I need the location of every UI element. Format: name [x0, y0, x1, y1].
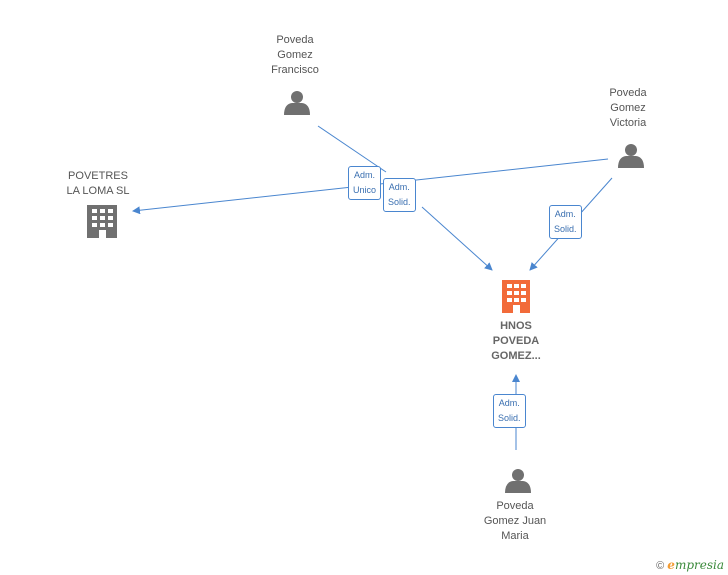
brand-logo: empresia: [667, 558, 724, 572]
edge-francisco-hnos: [421, 206, 493, 271]
edge-label-adm-solid-juan[interactable]: Adm. Solid.: [493, 394, 526, 428]
node-label-juan-maria: Poveda Gomez Juan Maria: [483, 500, 547, 542]
edge-victoria-povetres-helper: [317, 125, 387, 173]
building-icon-main[interactable]: [502, 280, 530, 313]
building-icon[interactable]: [87, 205, 117, 238]
person-icon[interactable]: [618, 144, 644, 168]
footer-brand: © empresia: [656, 558, 724, 572]
edge-label-adm-solid-victoria[interactable]: Adm. Solid.: [549, 205, 582, 239]
node-label-francisco: Poveda Gomez Francisco: [271, 34, 319, 76]
person-icon[interactable]: [505, 469, 531, 493]
person-icon[interactable]: [284, 91, 310, 115]
node-label-victoria: Poveda Gomez Victoria: [609, 87, 647, 129]
copyright-icon: ©: [656, 560, 665, 572]
edge-label-adm-unico[interactable]: Adm. Unico: [348, 166, 382, 200]
node-label-povetres: POVETRES LA LOMA SL: [66, 170, 130, 197]
node-label-hnos: HNOS POVEDA GOMEZ...: [491, 320, 541, 362]
edge-label-adm-solid-francisco[interactable]: Adm. Solid.: [383, 178, 416, 212]
